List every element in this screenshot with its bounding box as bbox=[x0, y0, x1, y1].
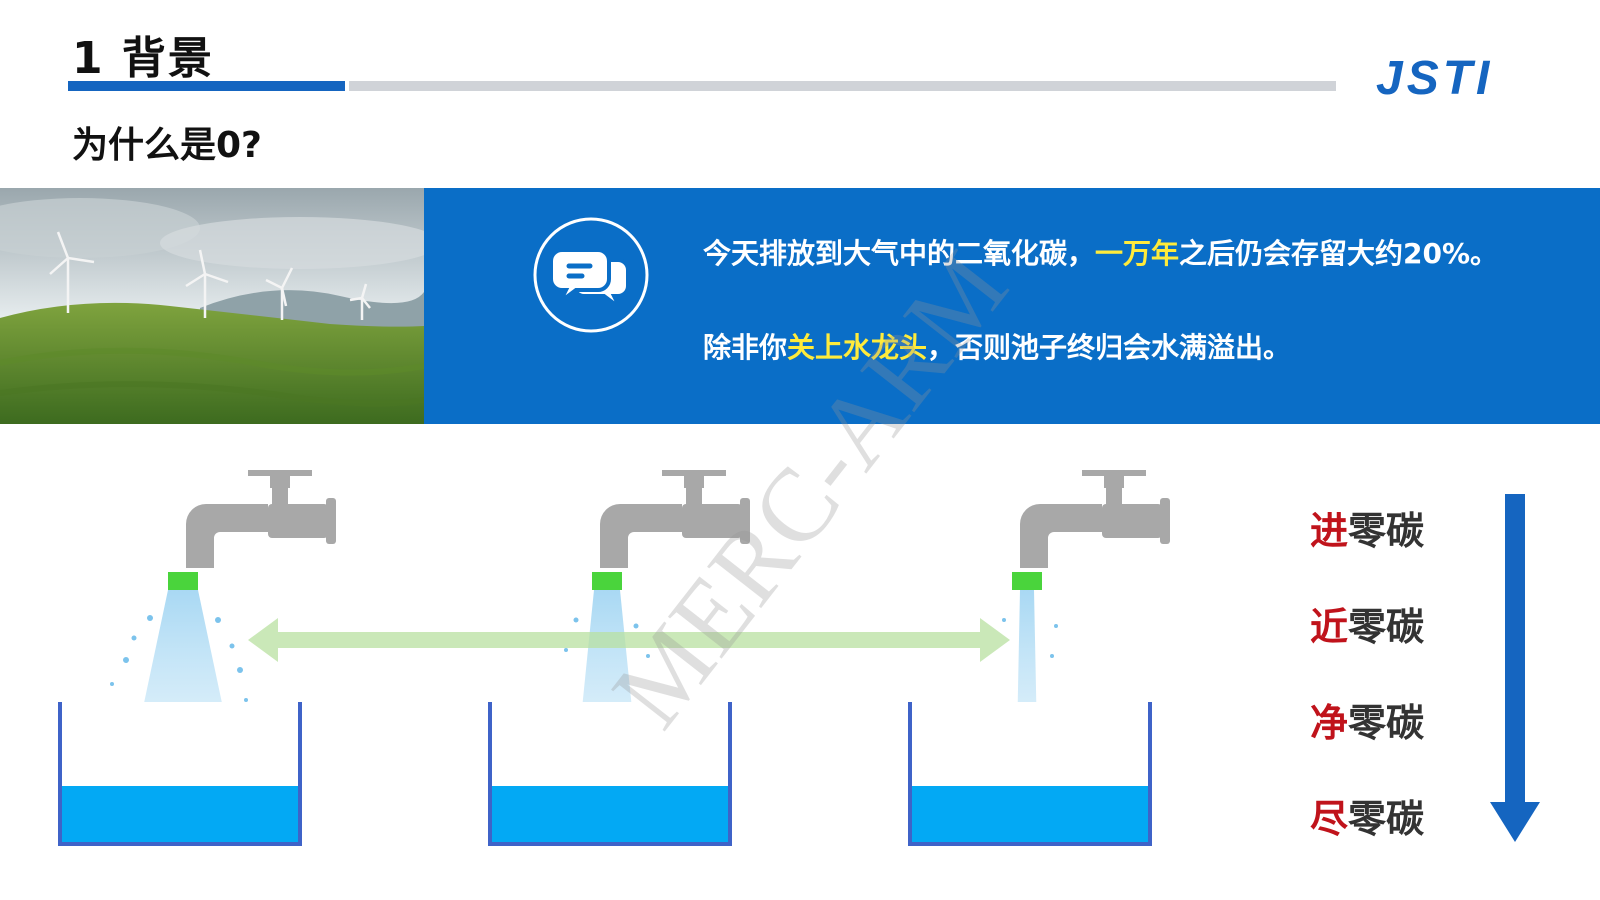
stage-rest: 零碳 bbox=[1348, 509, 1425, 553]
faucet-nozzle-right bbox=[1012, 572, 1042, 590]
title-underline-accent bbox=[68, 81, 345, 91]
svg-text:JSTI: JSTI bbox=[1376, 56, 1493, 98]
stage-label: 净零碳 bbox=[1310, 692, 1424, 747]
stage-label: 进零碳 bbox=[1310, 500, 1424, 555]
faucet-tank-illustration bbox=[56, 470, 1170, 846]
stage-lead-char: 尽 bbox=[1310, 797, 1349, 841]
faucet-nozzle-middle bbox=[592, 572, 622, 590]
stage-rest: 零碳 bbox=[1348, 701, 1425, 745]
double-arrow-icon bbox=[248, 618, 1010, 662]
line2-highlight: 关上水龙头 bbox=[787, 331, 928, 364]
down-arrow-icon bbox=[1490, 494, 1540, 842]
wind-farm-image bbox=[0, 188, 424, 424]
water-tank-middle bbox=[486, 700, 734, 846]
line2-text-end: ，否则池子终归会水满溢出。 bbox=[927, 331, 1292, 364]
section-title: 1 背景 bbox=[72, 33, 214, 84]
water-tank-right bbox=[906, 700, 1154, 846]
stage-lead-char: 进 bbox=[1310, 509, 1349, 553]
chat-bubbles-icon bbox=[533, 217, 649, 333]
water-tank-left bbox=[56, 700, 304, 846]
stage-rest: 零碳 bbox=[1348, 797, 1425, 841]
title-underline bbox=[349, 81, 1336, 91]
jsti-logo: JSTI bbox=[1376, 56, 1493, 98]
faucet-icon-right bbox=[1020, 470, 1170, 568]
faucet-nozzle-left bbox=[168, 572, 198, 590]
stage-lead-char: 近 bbox=[1310, 605, 1349, 649]
faucet-icon-middle bbox=[600, 470, 750, 568]
line2-text: 除非你 bbox=[703, 331, 788, 364]
stage-rest: 零碳 bbox=[1348, 605, 1425, 649]
stage-lead-char: 净 bbox=[1310, 701, 1349, 745]
panel-text-line-2: 除非你关上水龙头，否则池子终归会水满溢出。 bbox=[703, 326, 1291, 366]
stage-label: 尽零碳 bbox=[1310, 788, 1424, 843]
line1-text-end: 之后仍会存留大约20%。 bbox=[1179, 237, 1499, 270]
subtitle: 为什么是0? bbox=[72, 125, 262, 166]
line1-highlight: 一万年 bbox=[1095, 237, 1180, 270]
faucet-icon-left bbox=[186, 470, 336, 568]
panel-text-line-1: 今天排放到大气中的二氧化碳，一万年之后仍会存留大约20%。 bbox=[703, 232, 1498, 272]
stage-label: 近零碳 bbox=[1310, 596, 1424, 651]
line1-text: 今天排放到大气中的二氧化碳， bbox=[703, 237, 1096, 270]
